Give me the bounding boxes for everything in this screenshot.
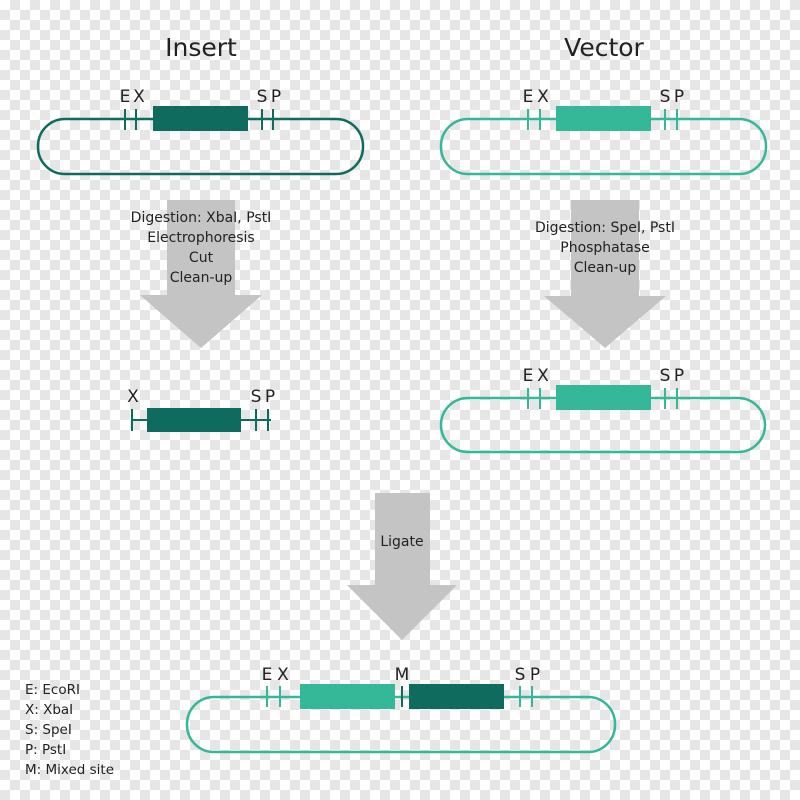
legend-item-mixed-site: M: Mixed site bbox=[25, 762, 114, 778]
vector-title: Vector bbox=[564, 33, 644, 62]
legend-item-spei: S: SpeI bbox=[25, 722, 72, 738]
insert-site-s-label: S bbox=[257, 87, 268, 107]
insert-site-p-label: P bbox=[271, 87, 281, 107]
insert-step-1: Digestion: XbaI, PstI bbox=[131, 210, 272, 226]
digested-vector: E X S P bbox=[439, 366, 767, 454]
fragment-gene-block bbox=[147, 408, 241, 432]
vector-step-2: Phosphatase bbox=[560, 240, 650, 256]
fragment-site-s-label: S bbox=[251, 387, 262, 407]
digested-vector-site-e-label: E bbox=[523, 366, 534, 386]
ligated-site-s-label: S bbox=[515, 665, 526, 685]
legend: E: EcoRI X: XbaI S: SpeI P: PstI M: Mixe… bbox=[25, 682, 114, 778]
ligate-arrow bbox=[347, 493, 457, 640]
legend-item-ecori: E: EcoRI bbox=[25, 682, 80, 698]
insert-step-4: Clean-up bbox=[170, 270, 233, 286]
fragment-site-p-label: P bbox=[265, 387, 275, 407]
ligated-site-e-label: E bbox=[262, 665, 273, 685]
insert-site-e-label: E bbox=[120, 87, 131, 107]
digested-vector-backbone bbox=[439, 396, 767, 454]
insert-plasmid: E X S P bbox=[36, 87, 365, 176]
insert-title: Insert bbox=[165, 33, 237, 62]
legend-item-xbai: X: XbaI bbox=[25, 702, 73, 718]
ligate-label: Ligate bbox=[380, 534, 423, 550]
digested-vector-gene-block bbox=[556, 385, 651, 410]
ligated-site-p-label: P bbox=[530, 665, 540, 685]
digested-insert-fragment: X S P bbox=[127, 387, 275, 432]
digested-vector-site-x-label: X bbox=[537, 366, 549, 386]
vector-site-s-label: S bbox=[660, 87, 671, 107]
insert-step-2: Electrophoresis bbox=[147, 230, 254, 246]
ligated-plasmid: E X M S P bbox=[185, 665, 617, 754]
insert-site-x-label: X bbox=[133, 87, 145, 107]
insert-digestion-arrow bbox=[140, 200, 262, 348]
vector-plasmid: E X S P bbox=[439, 87, 768, 176]
vector-site-p-label: P bbox=[674, 87, 684, 107]
vector-step-3: Clean-up bbox=[574, 260, 637, 276]
insert-steps: Digestion: XbaI, PstI Electrophoresis Cu… bbox=[131, 210, 272, 286]
ligated-site-x-label: X bbox=[277, 665, 289, 685]
ligated-site-m-label: M bbox=[395, 665, 410, 685]
vector-digestion-arrow bbox=[544, 200, 666, 348]
ligated-insert-gene-block bbox=[409, 684, 504, 709]
insert-gene-block bbox=[153, 106, 248, 131]
vector-gene-block bbox=[556, 106, 651, 131]
insert-step-3: Cut bbox=[189, 250, 214, 266]
vector-step-1: Digestion: SpeI, PstI bbox=[535, 220, 675, 236]
vector-site-x-label: X bbox=[537, 87, 549, 107]
digested-vector-site-p-label: P bbox=[674, 366, 684, 386]
vector-site-e-label: E bbox=[523, 87, 534, 107]
ligated-vector-gene-block bbox=[300, 684, 395, 709]
fragment-site-x-label: X bbox=[127, 387, 139, 407]
vector-steps: Digestion: SpeI, PstI Phosphatase Clean-… bbox=[535, 220, 675, 276]
legend-item-psti: P: PstI bbox=[25, 742, 66, 758]
digested-vector-site-s-label: S bbox=[660, 366, 671, 386]
